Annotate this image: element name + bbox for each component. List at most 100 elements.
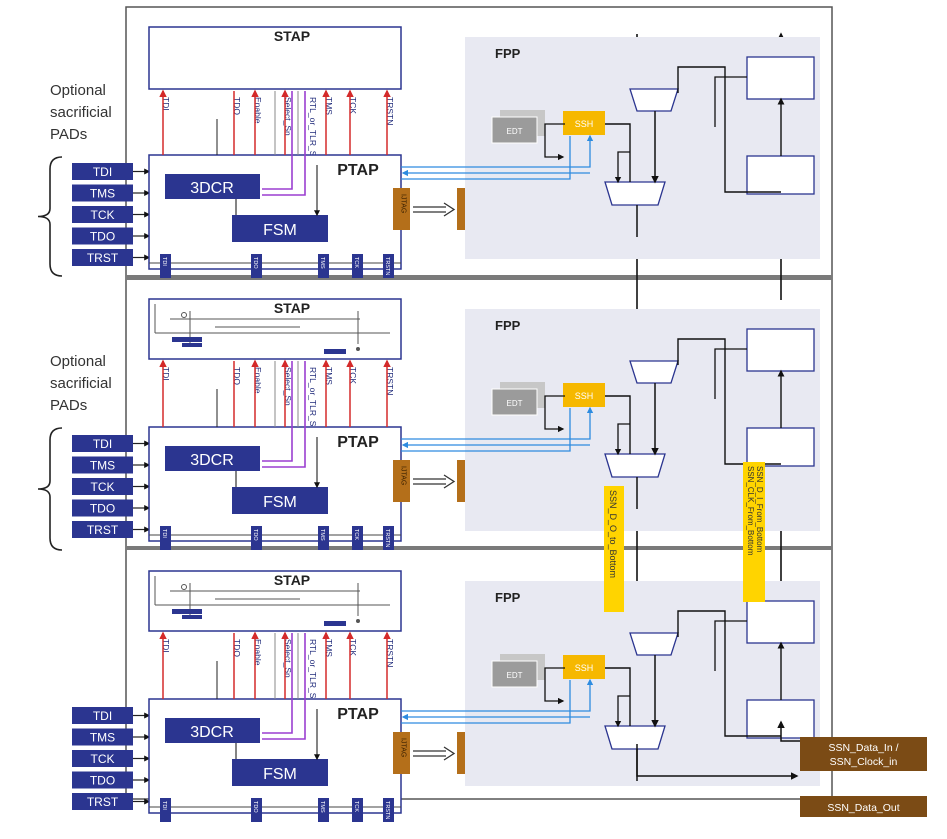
ijtag-label: IJTAG [400,738,407,757]
fpp-wire [544,667,565,705]
pad-tdo[interactable] [72,227,133,245]
stap-pin-label-select_sn: Select_Sn [283,97,293,136]
blue-wire [401,406,594,440]
pad-label: TCK [91,752,115,766]
stap-pin-label-tms: TMS [324,639,334,657]
block-fsm [232,759,328,786]
stap-title: STAP [274,300,310,316]
pad-trst[interactable] [72,521,133,538]
ptap-pin-label: TCK [353,257,359,268]
stap-pin-label-tdo: TDO [232,367,242,385]
stap-pin-label-tdo: TDO [232,97,242,115]
pad-tms[interactable] [72,456,133,474]
brace [37,156,63,277]
pad-tdi[interactable] [72,163,133,180]
edt-label: EDT [507,399,523,408]
block-3dcr-label: 3DCR [190,724,234,741]
ptap-pin-label: TDO [252,801,258,813]
ptap-title: PTAP [337,706,379,723]
ptap-pin-label: TDO [252,529,258,541]
purple-wire [262,361,306,468]
pad-tdi[interactable] [72,707,133,724]
pad-label: TDO [90,502,115,516]
ssh-label: SSH [575,391,594,401]
inverter-bubble [181,312,187,318]
block-3dcr-label: 3DCR [190,180,234,197]
fpp-wire [714,76,747,127]
ijtag-arrowhead [443,746,456,761]
pad-tdi[interactable] [72,435,133,452]
edt-label: EDT [507,671,523,680]
stap-pin-label-tck: TCK [348,639,358,656]
die-1: OptionalsacrificialPADsTDITMSTCKTDOTRSTS… [37,26,820,278]
ssn-up-label-box [743,462,765,602]
purple-wire [262,633,306,740]
fpp-wire [677,66,781,193]
stap-internal-logic [154,576,390,626]
ijtag-port-ptap [393,460,410,502]
pad-tck[interactable] [72,750,133,767]
fpp-wire [614,423,630,456]
ptap-pin-tms [318,254,329,278]
fpp-title: FPP [495,318,521,333]
optional-pads-label: PADs [50,397,87,414]
inverter-bubble [181,584,187,590]
pad-label: TRST [87,795,119,809]
mux-lower [604,453,666,478]
pad-label: TCK [91,208,115,222]
pad-tms[interactable] [72,184,133,202]
junction-dot [356,619,360,623]
blue-wire [401,134,594,168]
register-bar [182,343,202,347]
pad-trst[interactable] [72,793,133,810]
stap-pin-label-tdi: TDI [161,639,171,653]
ssn-data-in-box[interactable] [800,737,927,771]
stap-pin-label-trstn: TRSTN [385,639,395,667]
ijtag-port-ptap [393,732,410,774]
ptap-pin-label: TCK [353,801,359,812]
pad-tdo[interactable] [72,771,133,789]
fpp-wire [714,620,747,671]
ptap-pin-trstn [383,798,394,822]
fpp-wire [677,610,781,737]
pad-tck[interactable] [72,478,133,495]
pad-trst[interactable] [72,249,133,266]
pad-label: TRST [87,251,119,265]
optional-pads-label: Optional [50,353,106,370]
ptap-pin-trstn [383,526,394,550]
pad-tdo[interactable] [72,499,133,517]
mux-upper [629,360,679,384]
edt-block [491,116,538,144]
ptap-pin-tms [318,526,329,550]
ssn-data-out-box[interactable] [800,796,927,817]
pad-tms[interactable] [72,728,133,746]
ijtag-label: IJTAG [400,466,407,485]
ssn-down-label-box [604,486,624,612]
purple-wire [262,91,293,190]
optional-pads-label: sacrificial [50,375,112,392]
mux-upper [629,632,679,656]
block-3dcr [165,446,260,471]
ptap-title: PTAP [337,434,379,451]
stap-pin-label-enable: Enable [253,639,263,666]
stap-pin-label-tck: TCK [348,367,358,384]
block-fsm-label: FSM [263,494,297,511]
ptap-pin-label: TRSTN [384,529,390,547]
pad-label: TRST [87,523,119,537]
edt-block [491,660,538,688]
brace [37,427,63,551]
pad-tck[interactable] [72,206,133,223]
blue-wire [401,678,594,712]
fpp-wire [614,151,630,184]
blue-wire [401,408,571,452]
pad-label: TMS [90,187,115,201]
register-top [746,328,815,372]
ssn-up-label: SSN_CLK_From_Bottom [746,466,755,556]
ptap-pin-label: TMS [319,801,325,813]
ptap-pin-tck [352,254,363,278]
stap-pin-label-tms: TMS [324,367,334,385]
junction-dot [356,347,360,351]
stap-pin-label-tdi: TDI [161,367,171,381]
